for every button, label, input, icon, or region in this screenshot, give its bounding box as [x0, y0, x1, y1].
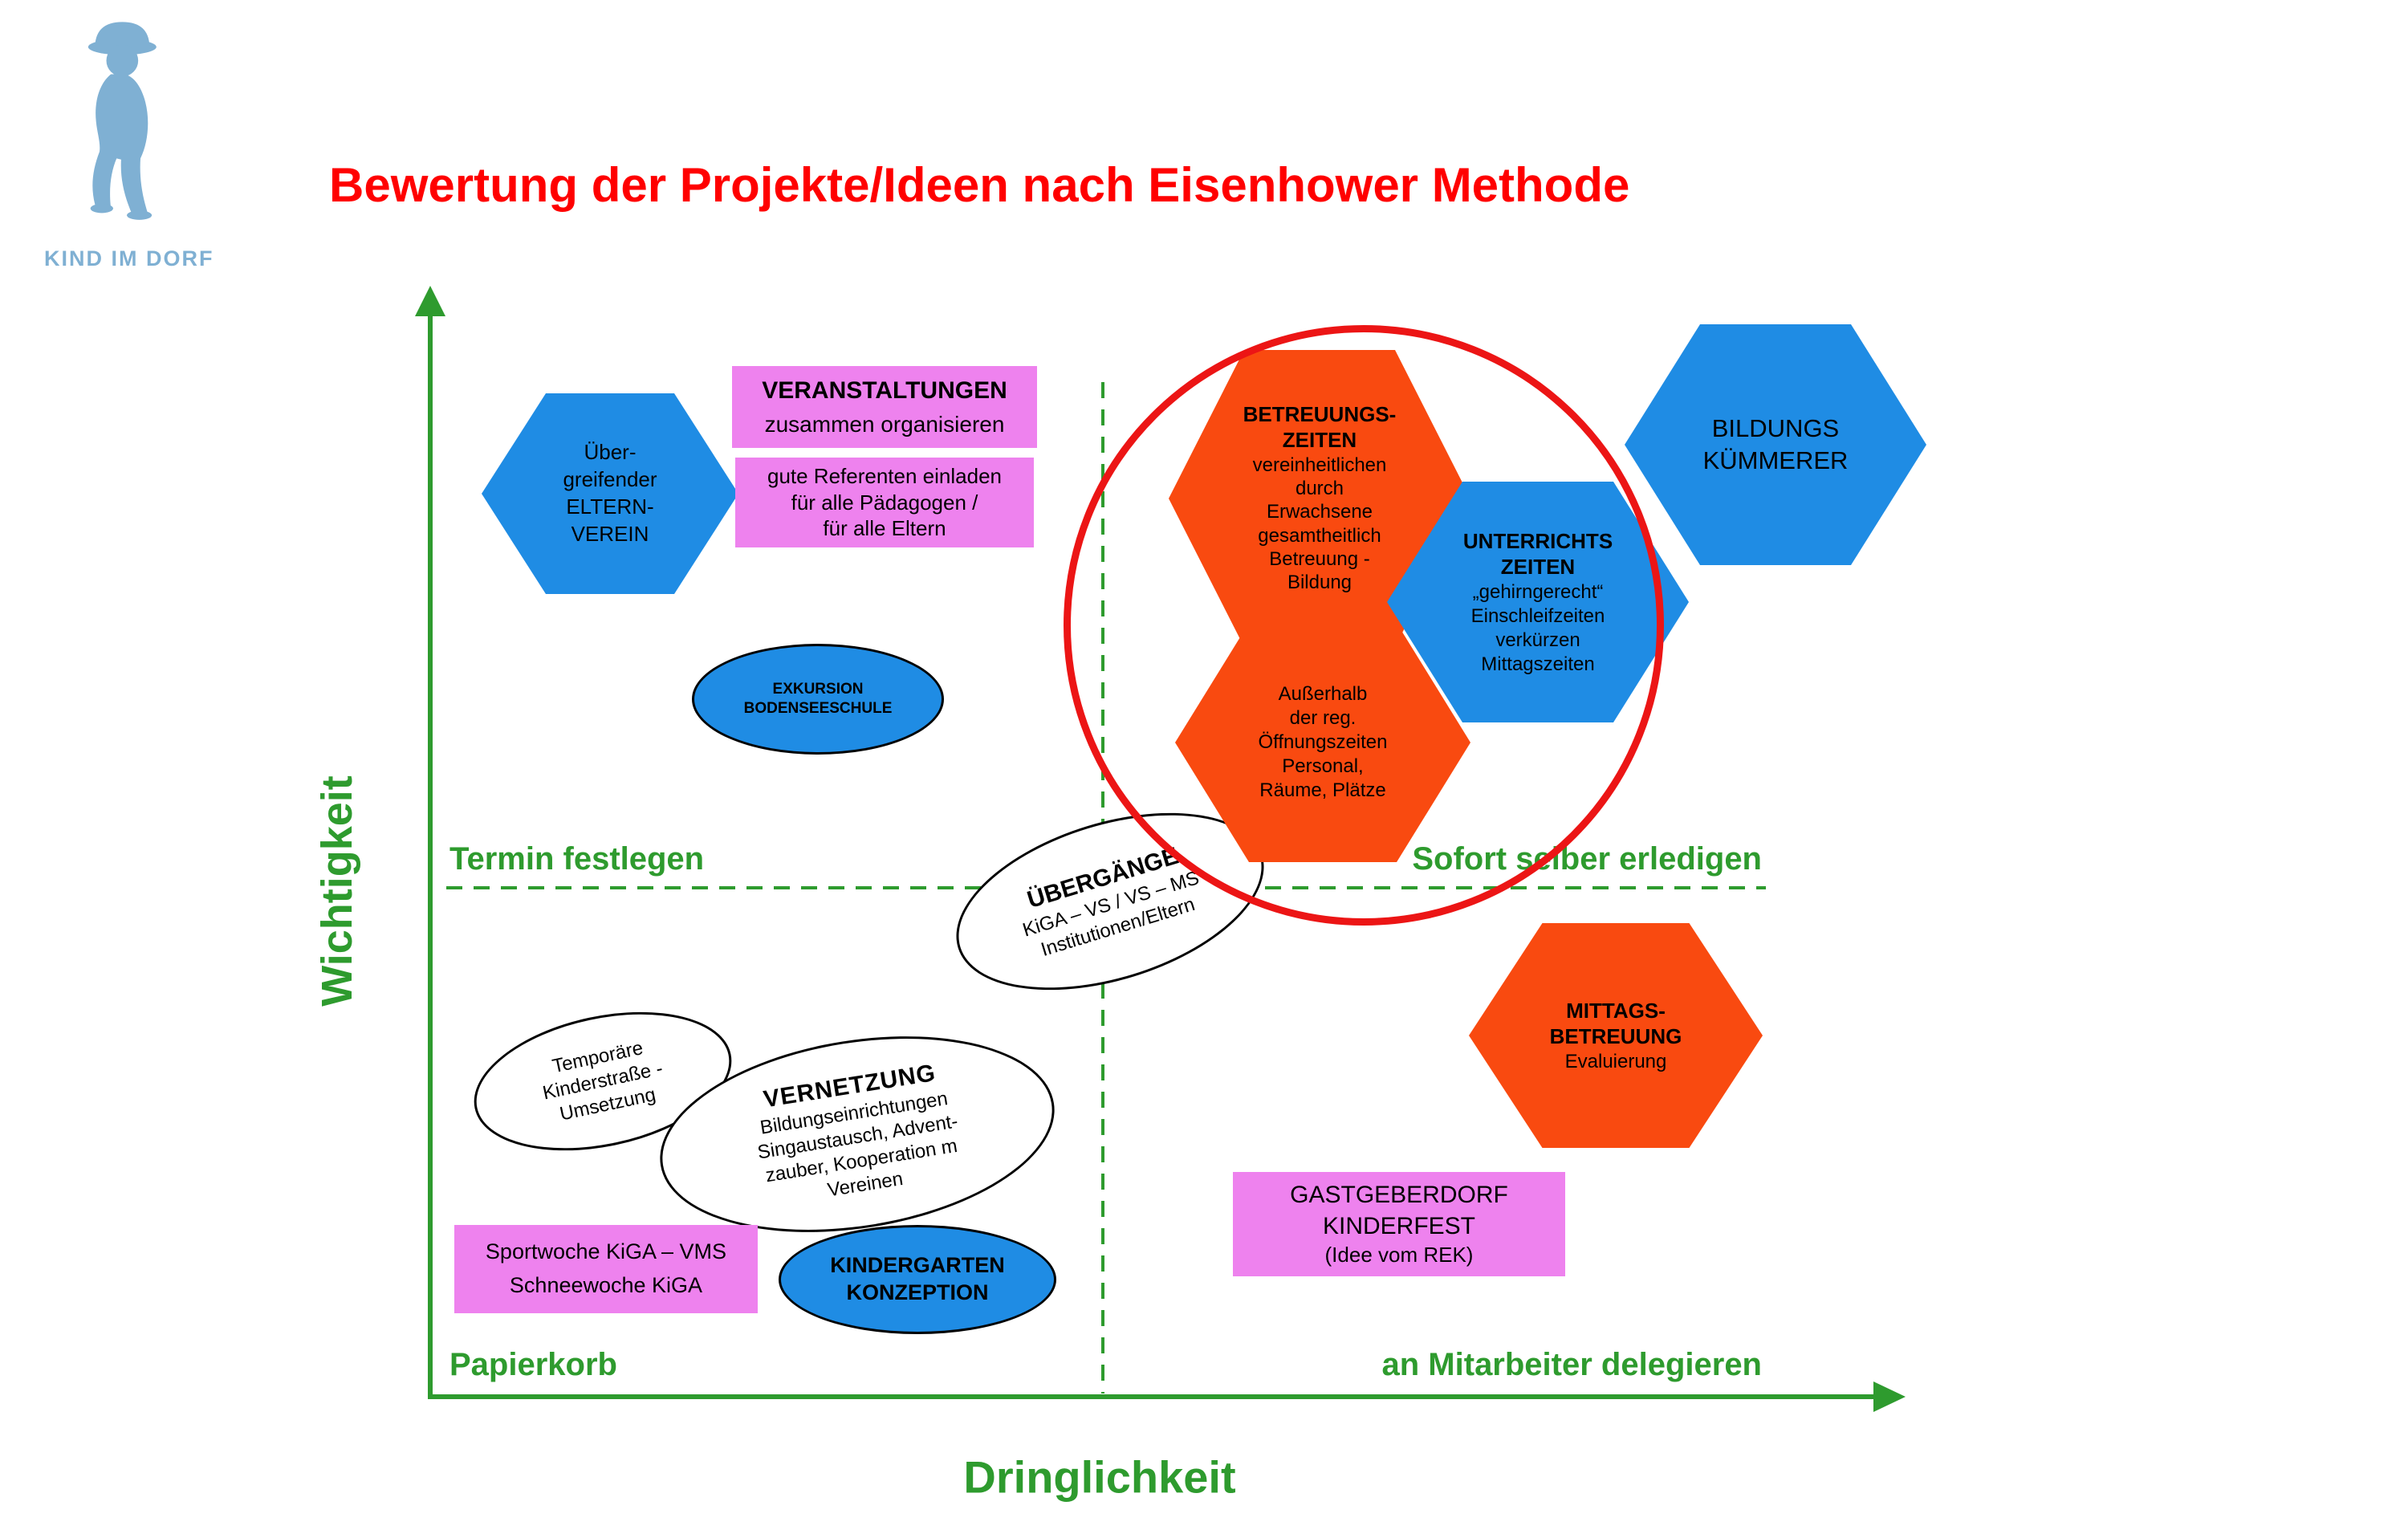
text-line: zusammen organisieren — [764, 412, 1005, 437]
x-axis-label: Dringlichkeit — [963, 1451, 1236, 1503]
quadrant-label-papierkorb: Papierkorb — [449, 1347, 617, 1382]
text-line: ZEITEN — [1282, 428, 1357, 453]
text-line: Schneewoche KiGA — [509, 1273, 703, 1297]
text-line: greifender — [563, 467, 657, 492]
slide-title: Bewertung der Projekte/Ideen nach Eisenh… — [329, 158, 1630, 212]
text-line: durch — [1295, 478, 1344, 500]
text-line: Evaluierung — [1564, 1050, 1667, 1072]
text-line: Über- — [584, 440, 637, 465]
text-line: vereinheitlichen — [1252, 454, 1387, 476]
text-line: (Idee vom REK) — [1324, 1243, 1474, 1267]
shape-gastgeberdorf-kinderfest: GASTGEBERDORF KINDERFEST (Idee vom REK) — [1233, 1172, 1565, 1276]
text-line: BETREUUNGS- — [1243, 402, 1397, 427]
text-line: KINDERGARTEN — [830, 1253, 1005, 1278]
text-line: KONZEPTION — [846, 1280, 989, 1304]
shape-sportwoche-schneewoche: Sportwoche KiGA – VMS Schneewoche KiGA — [454, 1225, 758, 1313]
text-line: der reg. — [1289, 707, 1357, 729]
text-line: Personal, — [1282, 755, 1364, 777]
text-line: Einschleifzeiten — [1470, 604, 1605, 627]
quadrant-label-an-mitarbeiter-delegieren: an Mitarbeiter delegieren — [1381, 1347, 1762, 1382]
quadrant-label-termin-festlegen: Termin festlegen — [449, 841, 705, 877]
text-line: Öffnungszeiten — [1258, 731, 1388, 753]
text-line: EXKURSION — [772, 681, 864, 698]
x-axis-arrow-icon — [1873, 1381, 1906, 1412]
quadrant-label-sofort-selber-erledigen: Sofort selber erledigen — [1412, 841, 1762, 877]
text-line: Mittagszeiten — [1481, 653, 1595, 675]
text-line: verkürzen — [1495, 629, 1580, 651]
text-line: für alle Pädagogen / — [791, 490, 978, 515]
text-line: ZEITEN — [1500, 555, 1576, 579]
text-line: Sportwoche KiGA – VMS — [485, 1239, 727, 1264]
text-line: GASTGEBERDORF — [1290, 1182, 1508, 1209]
y-axis-arrow-icon — [415, 286, 445, 316]
shape-exkursion-bodenseeschule: EXKURSION BODENSEESCHULE — [692, 644, 944, 755]
text-line: für alle Eltern — [823, 516, 946, 541]
text-line: KINDERFEST — [1322, 1213, 1476, 1240]
text-line: gute Referenten einladen — [767, 464, 1002, 489]
logo-wordmark: KIND IM DORF — [44, 246, 214, 271]
text-line: Außerhalb — [1278, 683, 1368, 705]
text-line: KÜMMERER — [1702, 446, 1849, 474]
shape-veranstaltungen: VERANSTALTUNGEN zusammen organisieren — [732, 366, 1037, 448]
text-line: UNTERRICHTS — [1462, 528, 1613, 553]
text-line: Betreuung - — [1269, 547, 1370, 570]
child-silhouette-icon — [87, 22, 157, 220]
text-line: VEREIN — [571, 521, 649, 546]
text-line: VERANSTALTUNGEN — [762, 376, 1007, 404]
text-line: BILDUNGS — [1711, 413, 1840, 442]
text-line: „gehirngerecht“ — [1472, 580, 1604, 603]
text-line: gesamtheitlich — [1258, 524, 1381, 547]
text-line: BODENSEESCHULE — [743, 700, 893, 717]
text-line: Bildung — [1287, 572, 1352, 594]
logo: KIND IM DORF — [44, 14, 229, 271]
y-axis-label: Wichtigkeit — [313, 775, 361, 1007]
text-line: ELTERN- — [566, 494, 654, 519]
shape-bildungskuemmerer: BILDUNGS KÜMMERER — [1625, 324, 1926, 565]
text-line: Räume, Plätze — [1259, 779, 1386, 801]
text-line: Erwachsene — [1266, 501, 1373, 523]
text-line: BETREUUNG — [1549, 1024, 1682, 1048]
text-line: MITTAGS- — [1566, 998, 1666, 1023]
